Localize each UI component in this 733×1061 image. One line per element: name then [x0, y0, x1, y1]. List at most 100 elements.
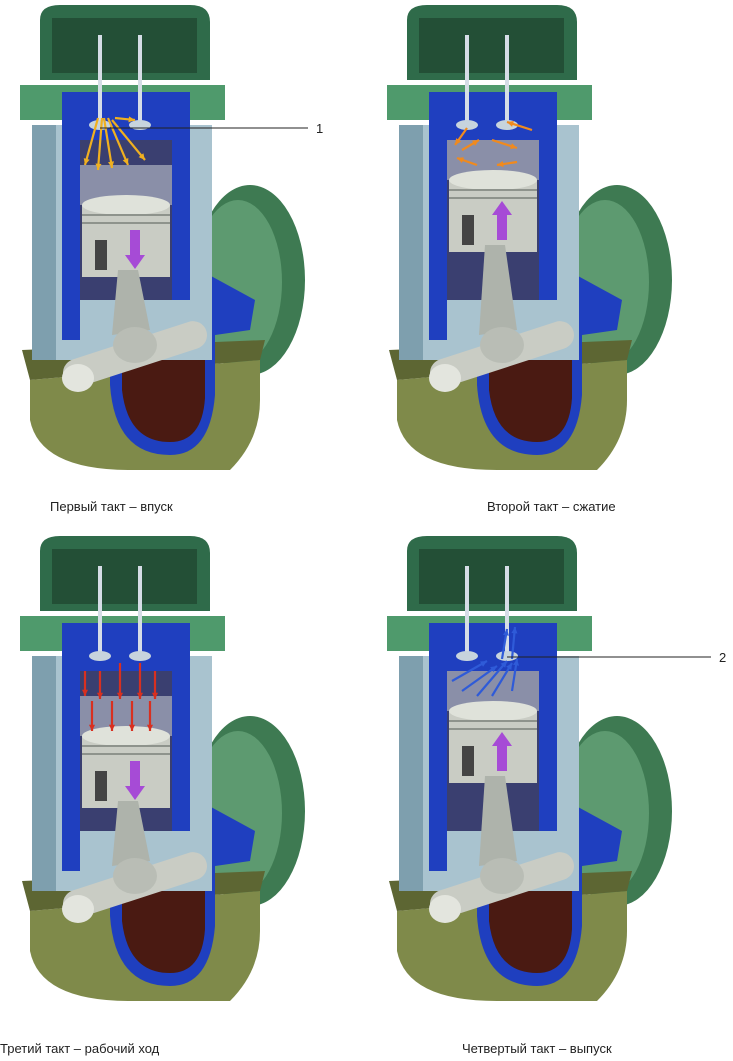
water-jacket [62, 656, 190, 871]
exhaust-flow-arrow-head [511, 627, 518, 634]
piston-crown [449, 701, 537, 721]
head-cavity [419, 18, 564, 73]
intake-valve [89, 651, 111, 661]
head-jacket [429, 623, 557, 666]
intake-flow-arrow [102, 117, 114, 169]
engine-cutaway-exhaust [387, 536, 711, 1001]
compression-flow-arrow-head [457, 157, 464, 163]
water-jacket [429, 656, 557, 871]
compression-flow-arrow-head [472, 140, 479, 146]
piston-crown [449, 170, 537, 190]
intake-flow-arrow-head [138, 153, 145, 160]
intake-valve [456, 120, 478, 130]
intake-valve-stem [98, 35, 102, 125]
cylinder-block-side [32, 656, 56, 891]
crankshaft-end [62, 895, 94, 923]
piston-window [95, 240, 107, 270]
piston-window [95, 771, 107, 801]
intake-flow-arrow-head [95, 163, 102, 170]
stroke-caption: Первый такт – впуск [50, 499, 173, 514]
compression-flow-arrow-head [497, 161, 504, 168]
intake-flow-arrow [111, 119, 146, 161]
head-jacket [429, 92, 557, 135]
expansion-flow-arrow-head [146, 724, 154, 731]
piston-window [462, 215, 474, 245]
compression-flow-arrow-head [455, 138, 462, 145]
piston-direction-arrow [130, 761, 140, 786]
crank-web [113, 858, 157, 894]
callout-label: 2 [719, 650, 727, 665]
crankshaft-end [429, 364, 461, 392]
piston-direction-arrow [130, 230, 140, 255]
cylinder-block-side [32, 125, 56, 360]
intake-flow-arrow-head [83, 158, 90, 165]
head-cavity [52, 18, 197, 73]
stroke-panel-power: Третий такт – рабочий ход [0, 531, 366, 1061]
crank-web [480, 327, 524, 363]
piston-direction-arrow-head [492, 732, 512, 746]
expansion-flow-arrow-head [136, 692, 144, 699]
intake-flow-arrow [96, 117, 104, 171]
connecting-rod [112, 801, 150, 866]
head-cavity [52, 549, 197, 604]
callout-label: 1 [316, 121, 324, 136]
head-jacket [62, 92, 190, 135]
expansion-flow-arrow-head [128, 724, 136, 731]
piston-crown [82, 195, 170, 215]
exhaust-flow-arrow-head [502, 629, 509, 636]
expansion-flow-arrow-head [81, 689, 89, 696]
exhaust-valve [129, 651, 151, 661]
stroke-caption: Четвертый такт – выпуск [462, 1041, 612, 1056]
intake-valve-stem [98, 566, 102, 656]
exhaust-flow-arrow-head [506, 663, 512, 670]
expansion-flow-arrow-head [116, 692, 124, 699]
connecting-rod [112, 270, 150, 335]
intake-flow-arrow-head [128, 116, 135, 123]
intake-flow-arrow-head [122, 158, 129, 165]
piston-direction-arrow-head [125, 255, 145, 269]
exhaust-valve-stem [505, 35, 509, 125]
engine-cutaway-power [20, 536, 305, 1001]
engine-cutaway-intake [20, 5, 308, 470]
connecting-rod [479, 245, 517, 335]
exhaust-valve-stem [138, 35, 142, 125]
exhaust-flow-arrow [451, 660, 488, 682]
stroke-panel-exhaust: 2 Четвертый такт – выпуск [367, 531, 733, 1061]
exhaust-valve-stem [138, 566, 142, 656]
expansion-flow-arrow-head [96, 692, 104, 699]
piston-direction-arrow [497, 746, 507, 771]
intake-flow-arrow [83, 117, 100, 166]
water-jacket [62, 125, 190, 340]
expansion-flow-arrow-head [151, 692, 159, 699]
exhaust-flow-arrow-head [490, 666, 497, 673]
stroke-panel-compression: Второй такт – сжатие [367, 0, 733, 530]
exhaust-valve [496, 651, 518, 661]
expansion-flow-arrow-head [108, 724, 116, 731]
crankshaft-end [62, 364, 94, 392]
crank-web [480, 858, 524, 894]
exhaust-flow-arrow-head [513, 659, 520, 666]
exhaust-flow-arrow-head [480, 661, 487, 667]
exhaust-flow-arrow [476, 660, 508, 697]
exhaust-flow-arrow-head [500, 661, 507, 668]
crank-web [113, 327, 157, 363]
stroke-caption: Третий такт – рабочий ход [0, 1041, 160, 1056]
exhaust-valve-stem [505, 566, 509, 656]
cylinder-block-side [399, 125, 423, 360]
compression-flow-arrow-head [507, 121, 514, 127]
crankshaft-end [429, 895, 461, 923]
piston-direction-arrow [497, 215, 507, 240]
intake-valve-stem [465, 566, 469, 656]
head-jacket [62, 623, 190, 666]
expansion-flow-arrow-head [88, 724, 96, 731]
stroke-panel-intake: 1 Первый такт – впуск [0, 0, 366, 530]
intake-valve-stem [465, 35, 469, 125]
piston-direction-arrow-head [492, 201, 512, 215]
stroke-caption: Второй такт – сжатие [487, 499, 616, 514]
intake-flow-arrow-head [107, 161, 115, 168]
head-cavity [419, 549, 564, 604]
piston-crown [82, 726, 170, 746]
intake-valve [456, 651, 478, 661]
exhaust-flow-arrow [461, 665, 498, 692]
water-jacket [429, 125, 557, 340]
